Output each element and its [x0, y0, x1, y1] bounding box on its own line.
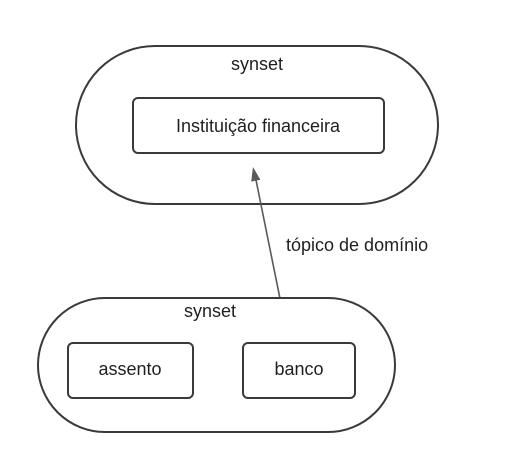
- node-assento: assento: [67, 342, 194, 399]
- relation-label: tópico de domínio: [286, 235, 428, 255]
- node-instituicao-financeira-box: [132, 97, 385, 154]
- node-instituicao-financeira: Instituição financeira: [132, 97, 385, 154]
- node-assento-label: assento: [98, 359, 161, 379]
- relation-edge-arrowhead: [251, 167, 261, 182]
- node-banco-box: [242, 342, 356, 399]
- bottom-synset-label: synset: [184, 301, 236, 321]
- top-synset: synset Instituição financeira: [75, 45, 439, 205]
- node-assento-box: [67, 342, 194, 399]
- node-banco-label: banco: [274, 359, 323, 379]
- bottom-synset: synset assento banco: [37, 297, 396, 433]
- node-instituicao-financeira-label: Instituição financeira: [176, 116, 341, 136]
- top-synset-label: synset: [231, 54, 283, 74]
- node-banco: banco: [242, 342, 356, 399]
